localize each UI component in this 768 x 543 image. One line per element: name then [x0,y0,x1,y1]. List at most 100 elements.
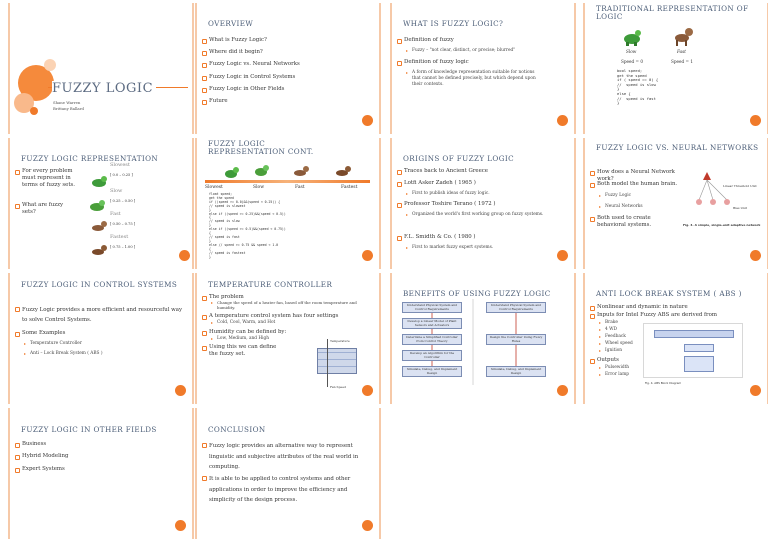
neural-network-diagram [696,172,730,205]
orange-dot [362,115,373,126]
bullet: F.L. Smidth & Co. ( 1980 ) [397,234,476,241]
orange-dot [175,385,186,396]
sub-bullet: Change the speed of a heater fan, based … [211,300,367,311]
turtle-icon [255,165,269,176]
sub-bullet: Fuzzy – "not clear, distinct, or precise… [406,48,562,54]
scale-label: Slowest [205,185,223,190]
slide-control-systems: FUZZY LOGIC IN CONTROL SYSTEMS Fuzzy Log… [8,273,194,404]
set-label: Fast [110,211,121,217]
label-speed0: Speed = 0 [621,59,644,64]
flow-step: Understand Physical System and Control R… [486,302,546,313]
fuzzy-set-grid [317,348,357,374]
axis-label: Fan Speed [330,385,346,389]
dog-icon [675,28,693,46]
slide-other-fields: FUZZY LOGIC IN OTHER FIELDS Business Hyb… [8,408,194,539]
bullet: A temperature control system has four se… [202,313,369,320]
orange-dot [362,385,373,396]
label-fast: Fast [677,49,686,54]
bullet: Nonlinear and dynamic in nature [590,304,688,311]
sub-bullet: Pulsewidth [599,365,629,371]
sub-bullet: Wheel speed [599,341,633,347]
presentation-title: FUZZY LOGIC [52,81,157,96]
bullet: Business [14,441,47,448]
overview-item: What is Fuzzy Logic? [202,37,267,44]
scale-label: Fastest [341,185,358,190]
sub-bullet: Feedback [599,334,626,340]
diagram-label: Linear Threshold Unit [723,184,757,188]
bullet: For every problem must represent in term… [15,168,84,189]
set-range: [ 0.50 – 0.75 ] [110,222,136,226]
orange-dot [557,250,568,261]
slide-heading: ANTI LOCK BREAK SYSTEM ( ABS ) [596,289,742,298]
bullet: What are fuzzy sets? [15,202,74,216]
bullet: Humidity can be defined by: [201,329,287,336]
slide-traditional: TRADITIONAL REPRESENTATION OF LOGIC Slow… [583,3,768,134]
sub-bullet: Ignition [599,348,622,354]
figure-caption: Fig. 4. ABS Block Diagram [645,381,682,385]
slide-heading: FUZZY LOGIC VS. NEURAL NETWORKS [596,143,759,152]
slide-heading: TRADITIONAL REPRESENTATION OF LOGIC [596,4,749,21]
sub-bullet: Brake [599,320,618,326]
orange-dot [750,250,761,261]
slide-conclusion: CONCLUSION Fuzzy logic provides an alter… [195,408,381,539]
deco-circle-medium [14,93,34,113]
flow-step: Understand Physical System and Control R… [402,302,462,313]
grid-axis-vertical [327,339,328,387]
bullet: Fuzzy Logic provides a more efficient an… [15,307,183,323]
sub-bullet: Fuzzy Logic [599,193,631,199]
slide-fuzzy-rep-cont: FUZZY LOGIC REPRESENTATION CONT. Slowest… [195,138,381,269]
diagram-label: Bias Unit [733,206,748,210]
overview-item: Fuzzy Logic vs. Neural Networks [202,61,300,68]
sub-bullet: Neural Networks [599,204,643,210]
sub-bullet: Organized the world's first working grou… [406,212,552,218]
turtle-icon [624,30,641,46]
bullet: Expert Systems [15,466,65,473]
sub-bullet: Low, Medium, and High [211,336,269,342]
slide-heading: WHAT IS FUZZY LOGIC? [403,19,504,28]
orange-dot [179,250,190,261]
bullet: Both used to create behavioral systems. [590,215,677,229]
overview-item: Fuzzy Logic in Other Fields [201,86,285,93]
sub-bullet: First to market fuzzy expert systems. [406,245,493,251]
orange-dot [557,385,568,396]
code-block: bool speed; get the speed if ( speed == … [617,68,659,106]
set-label: Fastest [110,234,129,240]
orange-dot [750,385,761,396]
slide-heading: OVERVIEW [208,19,254,28]
bullet: It is able to be applied to control syst… [202,474,369,506]
turtle-icon [90,200,105,211]
dog-icon [336,166,351,176]
speed-scale-bar [205,180,370,183]
slide-what-is: WHAT IS FUZZY LOGIC? Definition of fuzzy… [390,3,576,134]
overview-item: Fuzzy Logic in Control Systems [201,74,296,81]
bullet: Hybrid Modeling [14,453,69,460]
orange-dot [750,115,761,126]
sub-bullet: First to publish ideas of fuzzy logic. [406,191,490,197]
sub-bullet: Error lamp [599,372,629,378]
bullet: Traces back to Ancient Greece [397,168,488,175]
bullet: Definition of fuzzy logic [397,59,469,66]
figure-caption: Fig. 4. A simple, single-unit adaptive n… [683,223,761,227]
flow-step: Design the Controller Using Fuzzy Rules [486,334,546,345]
bullet: Using this we can define the fuzzy set. [202,344,277,357]
slide-abs: ANTI LOCK BREAK SYSTEM ( ABS ) Nonlinear… [583,273,768,404]
sub-bullet: A form of knowledge representation suita… [406,70,542,88]
slide-heading: ORIGINS OF FUZZY LOGIC [403,154,514,163]
orange-dot [175,520,186,531]
flow-step: Determine a Simplified Controller from C… [402,334,462,345]
flow-step: Develop a Linear Model of Plant Sensors … [402,318,462,329]
sub-bullet: Temperature Controller [24,341,82,347]
slide-heading: CONCLUSION [208,425,266,434]
turtle-icon [225,167,239,178]
slide-overview: OVERVIEW What is Fuzzy Logic? Where did … [195,3,381,134]
deco-circle-small [44,59,56,71]
slide-heading: FUZZY LOGIC REPRESENTATION CONT. [208,139,314,156]
slide-title: FUZZY LOGIC Shane Warren Brittany Ballar… [8,3,194,134]
flow-step: Develop an Algorithm for the Controller [402,350,462,361]
bullet: Fuzzy logic provides an alternative way … [202,441,364,473]
set-label: Slowest [110,162,130,168]
dog-icon [294,166,309,176]
slide-heading: FUZZY LOGIC REPRESENTATION [21,154,159,163]
sub-bullet: Cold, Cool, Warm, and Hot [211,320,275,326]
slide-fuzzy-rep: FUZZY LOGIC REPRESENTATION For every pro… [8,138,194,269]
